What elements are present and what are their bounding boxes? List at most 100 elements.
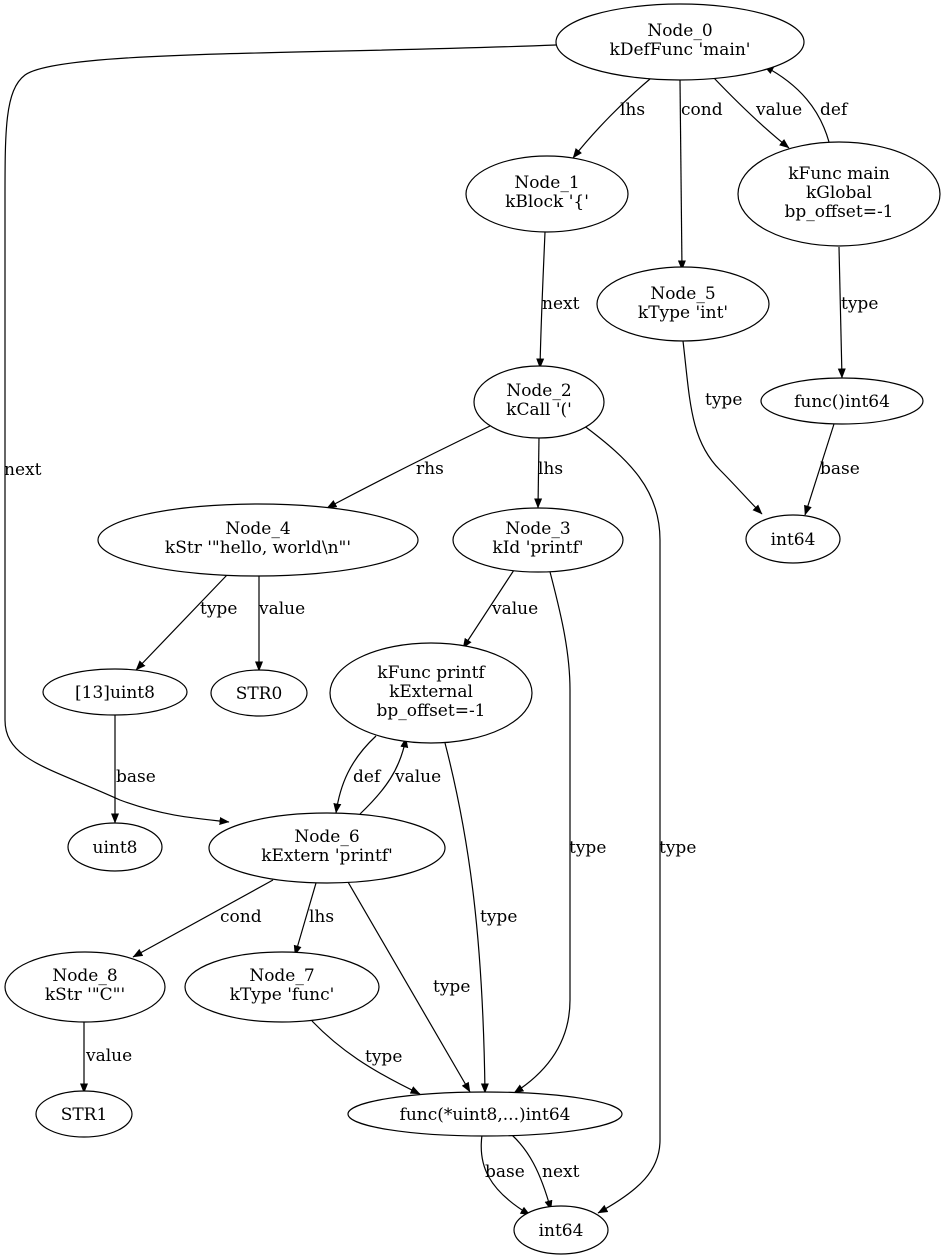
node-label-line: kType 'int' (638, 303, 728, 323)
edge-kfuncprintf-node6-def: def (333, 735, 382, 814)
edge-label: next (542, 294, 580, 314)
node-label-line: kBlock '{' (505, 192, 589, 212)
node-label-line: kFunc main (788, 164, 890, 184)
edge-label: lhs (620, 100, 645, 120)
edge-node6-func-ptr-type: type (347, 881, 471, 1093)
node-label-line: Node_5 (650, 284, 715, 304)
node-label-line: func()int64 (794, 392, 890, 412)
node-node7: Node_7 kType 'func' (184, 951, 380, 1023)
edge-node2-node4-rhs: rhs (326, 425, 491, 509)
edge-kfuncmain-node0-def: def (763, 65, 849, 143)
edge-node3-func-ptr-type: type (513, 567, 606, 1094)
node-func-ptr-uint8: func(*uint8,...)int64 (347, 1091, 623, 1137)
edge-label: type (365, 1047, 402, 1067)
node-label-line: kExtern 'printf' (261, 846, 393, 866)
node-label-line: Node_4 (225, 519, 290, 539)
node-node3: Node_3 kId 'printf' (452, 507, 624, 573)
node-kfunc-printf: kFunc printf kExternal bp_offset=-1 (329, 642, 533, 744)
node-label-line: int64 (771, 530, 816, 550)
edge-node2-int64-type: type (582, 424, 696, 1214)
node-node0: Node_0 kDefFunc 'main' (555, 3, 805, 81)
node-int64-bottom: int64 (513, 1205, 609, 1255)
node-label-line: kExternal (389, 682, 473, 702)
edge-kfuncprintf-func-ptr-type: type (444, 742, 517, 1094)
node-label-line: uint8 (93, 838, 138, 858)
node-str1: STR1 (35, 1090, 133, 1138)
node-label-line: func(*uint8,...)int64 (400, 1105, 571, 1125)
node-label-line: Node_0 (647, 21, 712, 41)
node-str0: STR0 (210, 669, 308, 717)
edge-node8-str1-value: value (80, 1022, 132, 1094)
edge-node0-node1-lhs: lhs (572, 78, 651, 159)
node-node4: Node_4 kStr '"hello, world\n"' (97, 503, 419, 577)
edge-funcint64-int64-base: base (804, 423, 860, 516)
node-label-line: kId 'printf' (492, 538, 583, 558)
edge-node2-node3-lhs: lhs (534, 436, 563, 509)
edge-node4-13uint8-type: type (135, 574, 237, 671)
edge-func-ptr-int64-base: base (480, 1134, 531, 1216)
edge-label: value (85, 1046, 132, 1066)
edge-label: value (258, 599, 305, 619)
edge-label: value (394, 767, 441, 787)
edge-label: next (542, 1162, 580, 1182)
edge-label: type (841, 294, 878, 314)
node-label-line: kDefFunc 'main' (610, 40, 751, 60)
node-label-line: STR0 (236, 684, 283, 704)
edge-label: value (491, 599, 538, 619)
edge-13uint8-uint8-base: base (111, 715, 156, 824)
node-label-line: Node_6 (294, 827, 359, 847)
node-kfunc-main: kFunc main kGlobal bp_offset=-1 (737, 141, 941, 247)
edge-label: base (485, 1162, 525, 1182)
edge-label: type (569, 838, 606, 858)
edge-node0-node6-next: next (4, 44, 557, 826)
edge-label: cond (681, 100, 723, 120)
node-label-line: kCall '(' (506, 400, 572, 420)
node-label-line: bp_offset=-1 (377, 701, 486, 721)
node-int64-right: int64 (745, 514, 841, 564)
node-func-int64: func()int64 (760, 377, 924, 425)
node-node1: Node_1 kBlock '{' (465, 155, 629, 233)
edge-node4-str0-value: value (255, 576, 305, 672)
edge-node6-node8-cond: cond (132, 879, 274, 958)
node-label-line: kStr '"C"' (45, 985, 125, 1005)
node-label-line: STR1 (61, 1105, 108, 1125)
edge-label: type (480, 907, 517, 927)
edge-label: lhs (309, 907, 334, 927)
node-label-line: kGlobal (806, 183, 872, 203)
edge-label: type (433, 977, 470, 997)
node-label-line: Node_2 (506, 381, 571, 401)
edge-node6-node7-lhs: lhs (293, 882, 334, 956)
node-node5: Node_5 kType 'int' (596, 266, 770, 342)
node-node6: Node_6 kExtern 'printf' (208, 812, 446, 884)
edge-label: base (820, 459, 860, 479)
edge-label: type (659, 838, 696, 858)
node-label-line: bp_offset=-1 (785, 202, 894, 222)
edge-label: value (755, 100, 802, 120)
edge-label: lhs (538, 459, 563, 479)
node-13uint8: [13]uint8 (42, 668, 188, 716)
edge-node3-kfuncprintf-value: value (462, 569, 538, 649)
node-node2: Node_2 kCall '(' (473, 365, 605, 439)
edge-label: base (116, 767, 156, 787)
node-label-line: Node_7 (249, 966, 314, 986)
node-label-line: Node_3 (505, 519, 570, 539)
node-uint8: uint8 (67, 822, 163, 872)
edge-node5-int64-type: type (682, 340, 763, 515)
node-label-line: int64 (539, 1221, 584, 1241)
edge-node7-func-ptr-type: type (311, 1020, 421, 1095)
edge-node1-node2-next: next (536, 231, 580, 369)
edge-node0-kfuncmain-value: value (712, 76, 802, 149)
edge-label: cond (220, 907, 262, 927)
node-label-line: kStr '"hello, world\n"' (165, 538, 351, 558)
node-label-line: Node_1 (514, 173, 579, 193)
node-label-line: kFunc printf (377, 663, 486, 683)
node-label-line: Node_8 (52, 966, 117, 986)
edge-label: def (820, 100, 849, 120)
edge-kfuncmain-funcint64-type: type (837, 246, 878, 379)
edge-node6-kfuncprintf-value: value (359, 737, 441, 815)
node-node8: Node_8 kStr '"C"' (4, 951, 166, 1023)
edge-node0-node5-cond: cond (677, 79, 723, 271)
edge-label: next (4, 460, 42, 480)
edge-label: type (200, 599, 237, 619)
